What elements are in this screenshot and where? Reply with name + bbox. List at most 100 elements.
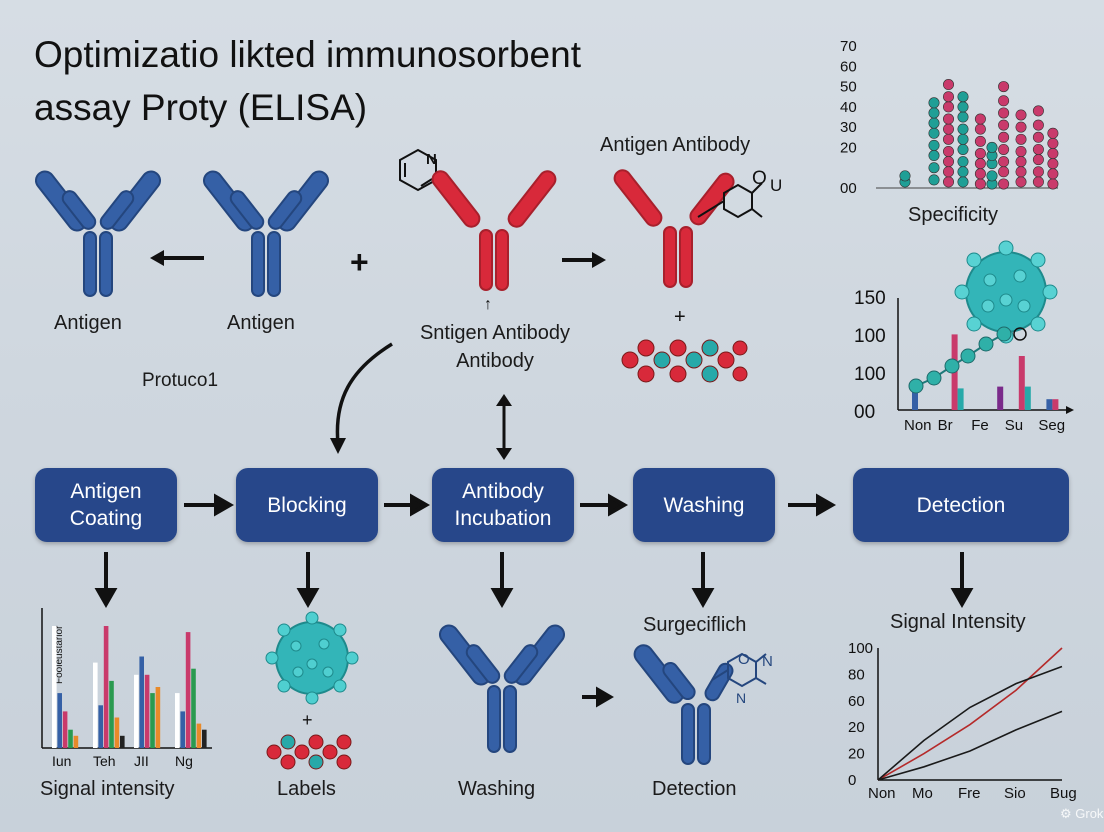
bar-xtick: Br — [938, 417, 953, 434]
line-xtick: Bug — [1050, 785, 1077, 802]
scatter-point — [1032, 105, 1044, 117]
scatter-point — [928, 162, 940, 174]
bar-xtick: Iun — [52, 753, 71, 769]
scatter-point — [974, 168, 986, 180]
bar — [52, 626, 57, 748]
scatter-point — [998, 166, 1010, 178]
surgeciflich-label: Surgeciflich — [643, 614, 747, 636]
scatter-point — [957, 156, 969, 168]
labels-label: Labels — [277, 778, 336, 800]
scatter-point — [986, 141, 998, 153]
scatter-point — [1015, 176, 1027, 188]
bar — [957, 388, 964, 410]
bar-xtick: Ng — [175, 753, 193, 769]
scatter-point — [1015, 133, 1027, 145]
scatter-point — [1032, 176, 1044, 188]
antigen-antibody-label: Antigen Antibody — [600, 134, 751, 156]
bar — [134, 674, 139, 748]
plus-sign: + — [350, 244, 369, 280]
bar — [150, 693, 155, 748]
plus-sign-2: + — [674, 306, 686, 328]
bar — [120, 735, 125, 748]
line-ytick: 80 — [848, 666, 865, 683]
scatter-point — [928, 174, 940, 186]
scatter-point — [957, 143, 969, 155]
scatter-point — [974, 113, 986, 125]
sntigen-antibody-label: Sntigen Antibody — [419, 322, 571, 344]
up-arrow: ↑ — [484, 296, 492, 313]
scatter-point — [974, 123, 986, 135]
scatter-point — [998, 156, 1010, 168]
signal-intensity-right-label: Signal Intensity — [890, 611, 1026, 633]
antibody-red-icon — [431, 170, 557, 291]
bar — [68, 729, 73, 748]
scatter-point — [957, 101, 969, 113]
bar — [191, 668, 196, 748]
line-xtick: Fre — [958, 785, 981, 802]
scatter-point — [943, 166, 955, 178]
scatter-point — [1032, 131, 1044, 143]
curved-arrow-icon — [330, 342, 393, 454]
scatter-point — [957, 91, 969, 103]
watermark: ⚙ Grok — [1060, 806, 1104, 821]
bar — [109, 680, 114, 748]
protocol-label: Protuco1 — [142, 370, 219, 391]
scatter-point — [998, 143, 1010, 155]
bar-ytick: 00 — [854, 402, 875, 423]
antibody-blue-mid-icon — [202, 170, 330, 297]
antibody-detection-icon — [633, 644, 767, 765]
bar — [62, 711, 68, 748]
plus-sign-3: + — [302, 710, 313, 730]
bead-ring — [1013, 327, 1027, 341]
chem-n-detect: N — [762, 653, 773, 670]
virus-large-icon — [954, 240, 1058, 344]
line-ytick: 0 — [848, 772, 856, 789]
bar-xtick: Su — [1005, 417, 1023, 434]
line-series — [877, 665, 1063, 781]
scatter-point — [928, 107, 940, 119]
left-arrow-icon — [150, 250, 204, 266]
step-detection: Detection — [853, 468, 1069, 542]
scatter-point — [928, 139, 940, 151]
specificity-ytick: 70 — [840, 38, 857, 55]
antibody-red-complex-icon — [613, 169, 763, 288]
scatter-point — [998, 119, 1010, 131]
bar-xtick: JII — [134, 753, 149, 769]
virus-particle-icon — [265, 611, 359, 705]
scatter-point — [943, 79, 955, 91]
bar — [175, 693, 180, 748]
line-ytick: 60 — [848, 693, 865, 710]
antigen-mid-label: Antigen — [227, 312, 295, 334]
scatter-point — [1032, 166, 1044, 178]
bar — [997, 386, 1004, 410]
antigen-left-label: Antigen — [54, 312, 122, 334]
step-washing: Washing — [633, 468, 775, 542]
bar — [103, 626, 109, 748]
antibody-washing-icon — [438, 624, 566, 753]
label-beads-icon — [266, 734, 352, 770]
scatter-point — [1047, 127, 1059, 139]
scatter-point — [928, 97, 940, 109]
bar-ytick: 100 — [854, 364, 886, 385]
scatter-point — [1047, 178, 1059, 190]
y-axis-title: Fooleustarlor — [54, 625, 65, 684]
scatter-point — [943, 176, 955, 188]
line-xtick: Sio — [1004, 785, 1026, 802]
chem-o-detect: O — [738, 651, 750, 668]
bead-cluster-icon — [621, 339, 748, 383]
scatter-point — [974, 178, 986, 190]
scatter-point — [1032, 154, 1044, 166]
scatter-point — [943, 123, 955, 135]
scatter-point — [1047, 168, 1059, 180]
x-axis-arrow — [1066, 406, 1074, 414]
scatter-point — [943, 156, 955, 168]
bar — [1046, 399, 1053, 410]
washing-label: Washing — [458, 778, 536, 800]
bar — [202, 729, 207, 748]
scatter-point — [928, 150, 940, 162]
bead — [908, 378, 924, 394]
bar-xtick: Fe — [971, 417, 989, 434]
